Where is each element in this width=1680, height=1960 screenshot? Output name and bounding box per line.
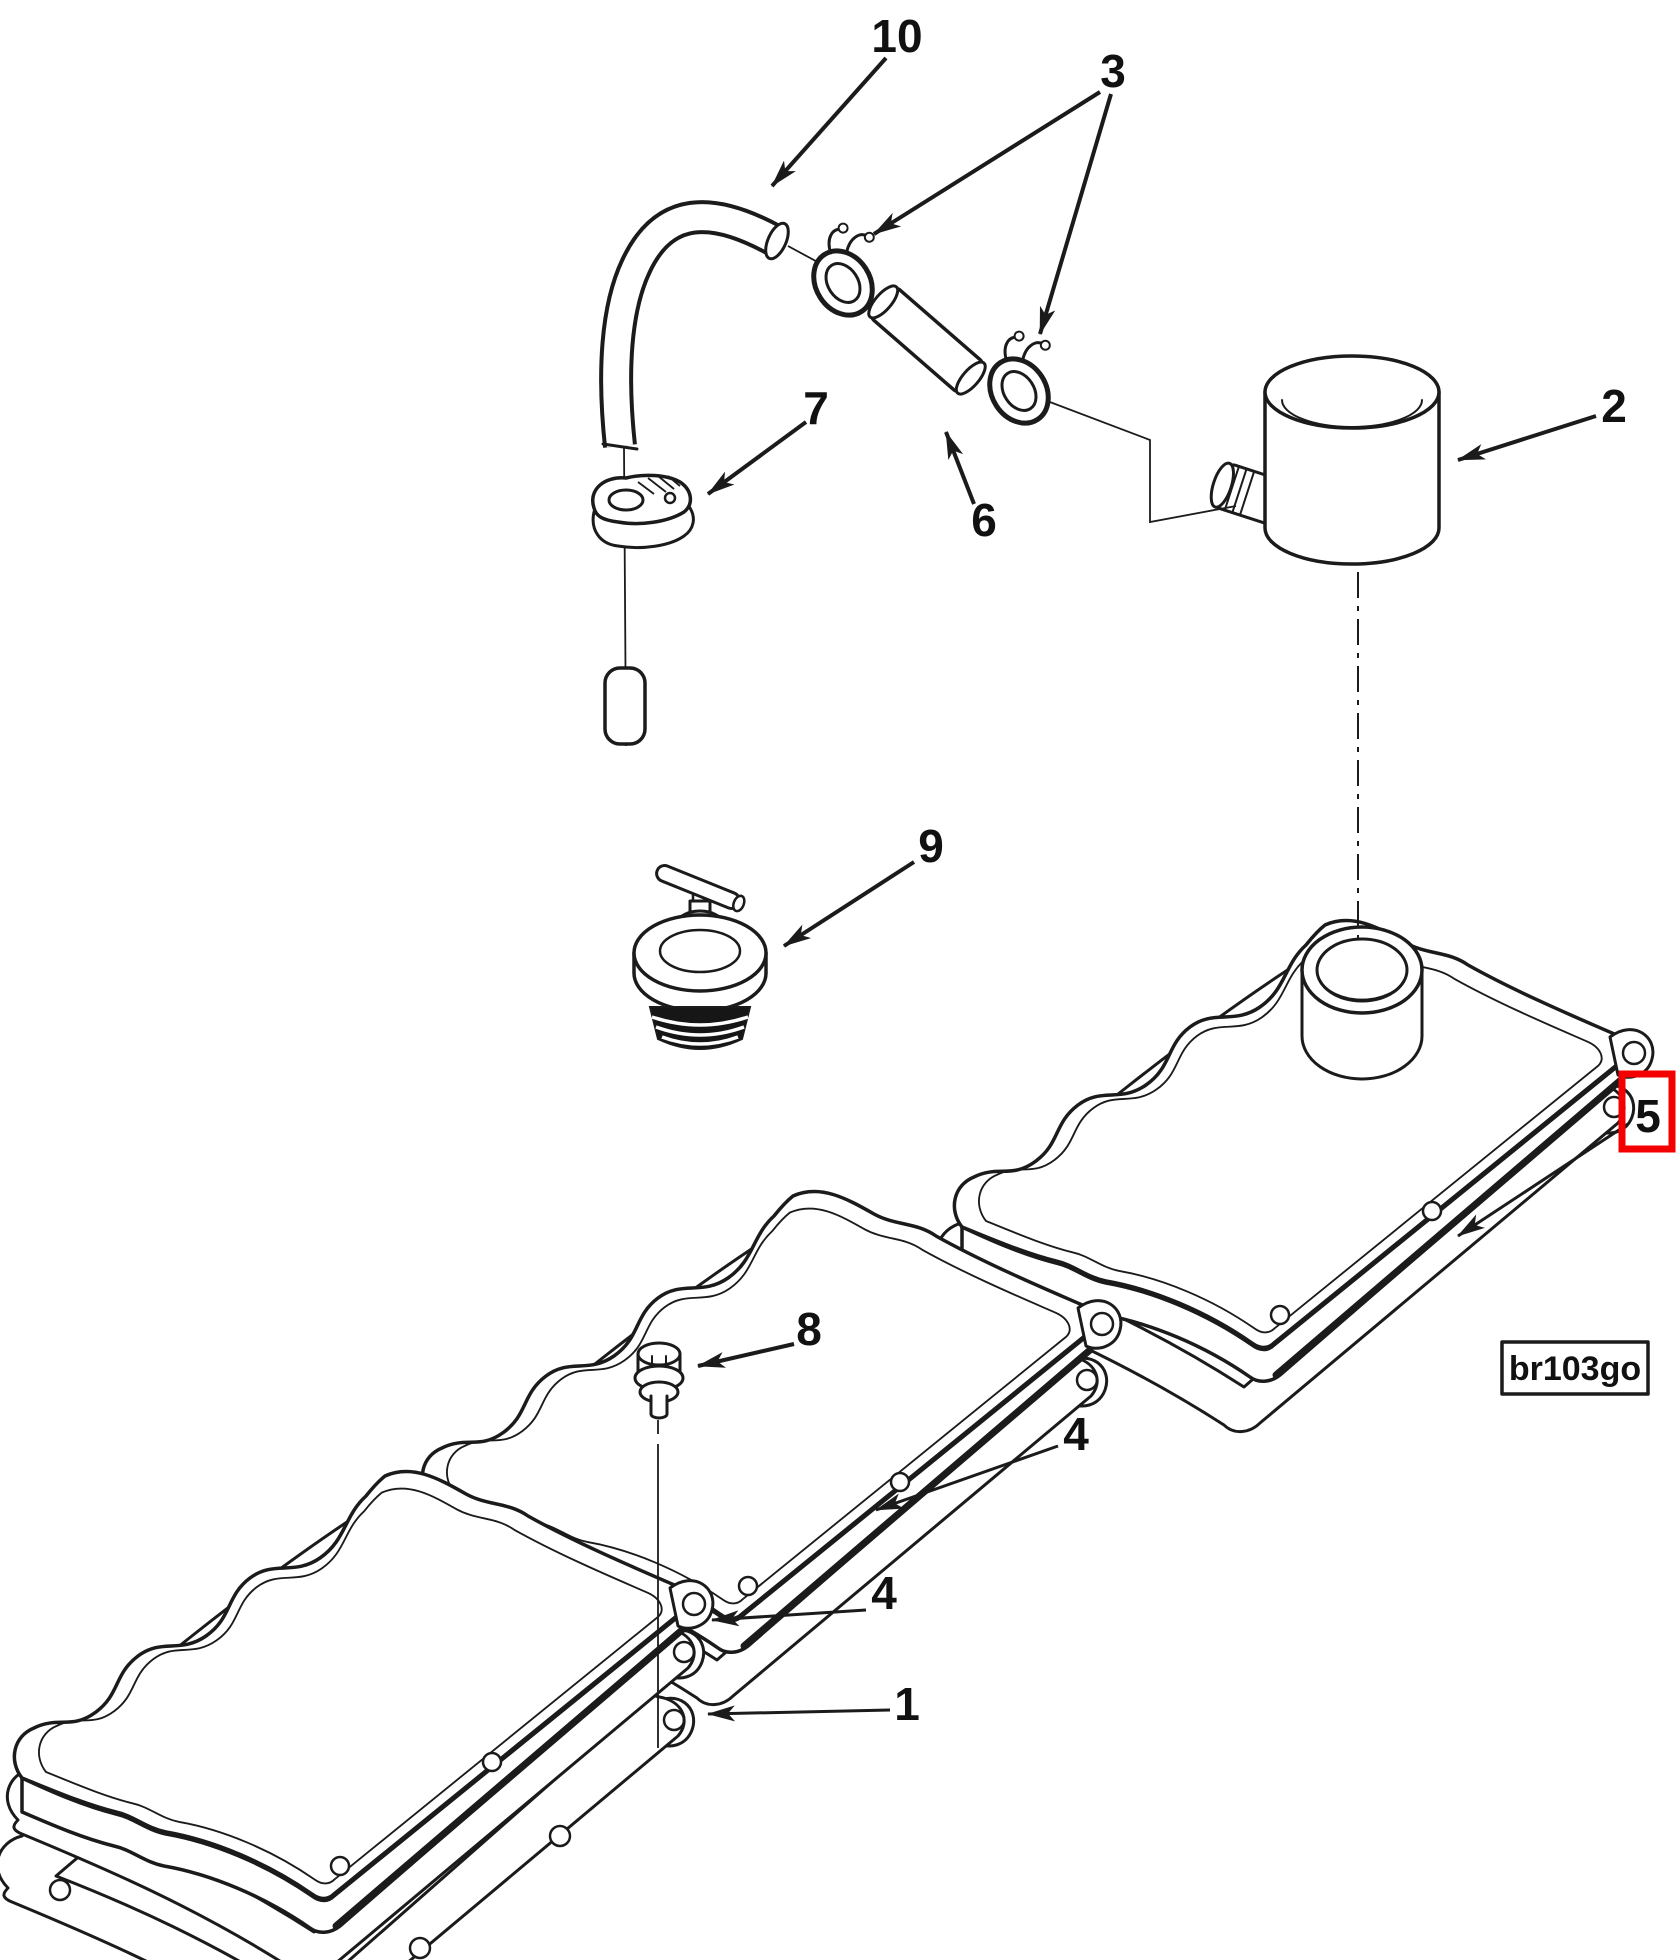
callout-9-arrow: [782, 860, 916, 948]
callout-6-arrow: [944, 431, 976, 505]
callout-4-arrow: [711, 1608, 867, 1627]
plug-flange-inner: [658, 928, 742, 974]
callout-7-label: 7: [803, 382, 829, 434]
gasket-bolt-hole: [48, 1878, 72, 1902]
bracket-pin-hole: [663, 491, 677, 505]
gasket-bolt-hole: [408, 1936, 432, 1960]
callout-10-label: 10: [871, 10, 922, 62]
callout-8-label: 8: [796, 1303, 822, 1355]
callout-3-arrow: [1038, 93, 1113, 335]
callout-1-arrow: [707, 1705, 891, 1722]
callout-9-label: 9: [918, 820, 944, 872]
connection-line: [1033, 395, 1237, 524]
plug-handle: [655, 864, 746, 913]
canister-body: [1263, 390, 1441, 566]
hose-clamp-upper: [811, 222, 875, 318]
gasket-bolt-hole: [548, 1824, 572, 1848]
callout-2-arrow: [1457, 414, 1597, 462]
callout-5-arrow: [1457, 1122, 1629, 1238]
plug-thread-lines: [651, 1015, 749, 1046]
callout-1-label: 1: [894, 1678, 920, 1730]
hose-end-bead: [764, 221, 790, 261]
callout-4-label: 4: [1063, 1408, 1089, 1460]
elbow-breather-hose: [599, 200, 790, 451]
stamp-label: br103go: [1509, 1350, 1641, 1388]
callout-4-label: 4: [871, 1567, 897, 1619]
callout-7-arrow: [706, 420, 808, 496]
hose-clamp-bracket: [591, 473, 695, 550]
breather-canister: [1209, 354, 1441, 566]
callout-3-label: 3: [1100, 45, 1126, 97]
callout-5-label: 5: [1635, 1090, 1661, 1142]
hose-end-cap: [601, 442, 639, 451]
breather-mount-hole: [1300, 925, 1424, 1081]
callout-4-arrow: [875, 1444, 1059, 1512]
stamp-box: [1500, 1340, 1650, 1396]
spacer-sleeve: [603, 666, 647, 746]
plug-flange: [632, 913, 768, 993]
hose-clamp-lower: [987, 330, 1051, 426]
cover-bolt: [633, 1341, 685, 1420]
callout-6-label: 6: [971, 494, 997, 546]
callout-8-arrow: [697, 1342, 795, 1368]
callout-2-label: 2: [1601, 380, 1627, 432]
plug-threads: [648, 1006, 752, 1050]
callout-3-arrow: [872, 90, 1102, 236]
callout-10-arrow: [770, 56, 888, 188]
canister-top: [1263, 354, 1441, 430]
filler-plug: [632, 864, 768, 1050]
bracket-hatching: [637, 475, 681, 495]
highlight-box: [1618, 1070, 1676, 1153]
canister-lip: [1281, 399, 1423, 428]
connector-tube: [867, 284, 987, 396]
bracket-hole: [607, 488, 645, 512]
